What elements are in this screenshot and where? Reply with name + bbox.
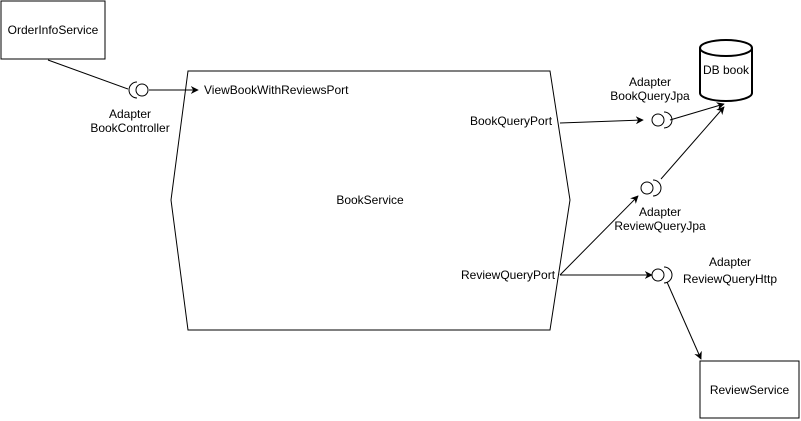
book-service-label: BookService xyxy=(336,193,404,207)
svg-text:Adapter: Adapter xyxy=(629,75,671,89)
book-query-port-label: BookQueryPort xyxy=(470,114,553,128)
adapter-review-query-http-label: Adapter ReviewQueryHttp xyxy=(683,255,777,286)
view-book-with-reviews-port-label: ViewBookWithReviewsPort xyxy=(204,83,349,97)
adapter-review-query-jpa-label: Adapter ReviewQueryJpa xyxy=(614,205,706,233)
review-service-node: ReviewService xyxy=(699,360,800,419)
svg-text:ReviewQueryHttp: ReviewQueryHttp xyxy=(683,272,777,286)
review-query-jpa-interface-icon xyxy=(640,179,662,197)
adapter-book-controller-label: Adapter BookController xyxy=(90,107,169,135)
book-jpa-to-db-arrow xyxy=(669,102,725,121)
svg-text:BookQueryJpa: BookQueryJpa xyxy=(610,89,690,103)
book-query-port-to-jpa-arrow xyxy=(559,116,644,125)
review-query-port-to-jpa-arrow xyxy=(559,195,639,276)
svg-text:Adapter: Adapter xyxy=(109,107,151,121)
book-service-hexagon: BookService xyxy=(170,70,571,331)
review-http-to-service-arrow xyxy=(666,281,702,360)
svg-text:Adapter: Adapter xyxy=(639,205,681,219)
connectors xyxy=(47,59,725,360)
review-query-port-label: ReviewQueryPort xyxy=(461,268,556,282)
book-controller-interface-icon xyxy=(128,81,149,99)
svg-text:ReviewQueryJpa: ReviewQueryJpa xyxy=(614,219,706,233)
adapter-book-query-jpa-label: Adapter BookQueryJpa xyxy=(610,75,690,103)
order-info-service-label: OrderInfoService xyxy=(8,23,99,37)
interface-symbols xyxy=(128,81,673,284)
svg-text:BookController: BookController xyxy=(90,121,169,135)
order-to-controller-line xyxy=(47,59,129,90)
book-query-jpa-interface-icon xyxy=(651,111,673,129)
review-jpa-to-db-arrow xyxy=(660,106,725,180)
svg-text:Adapter: Adapter xyxy=(709,255,751,269)
db-book-cylinder: DB book xyxy=(699,39,753,102)
review-query-http-interface-icon xyxy=(651,266,673,284)
review-service-label: ReviewService xyxy=(710,383,790,397)
order-info-service-node: OrderInfoService xyxy=(0,0,106,60)
db-book-label: DB book xyxy=(703,63,750,77)
